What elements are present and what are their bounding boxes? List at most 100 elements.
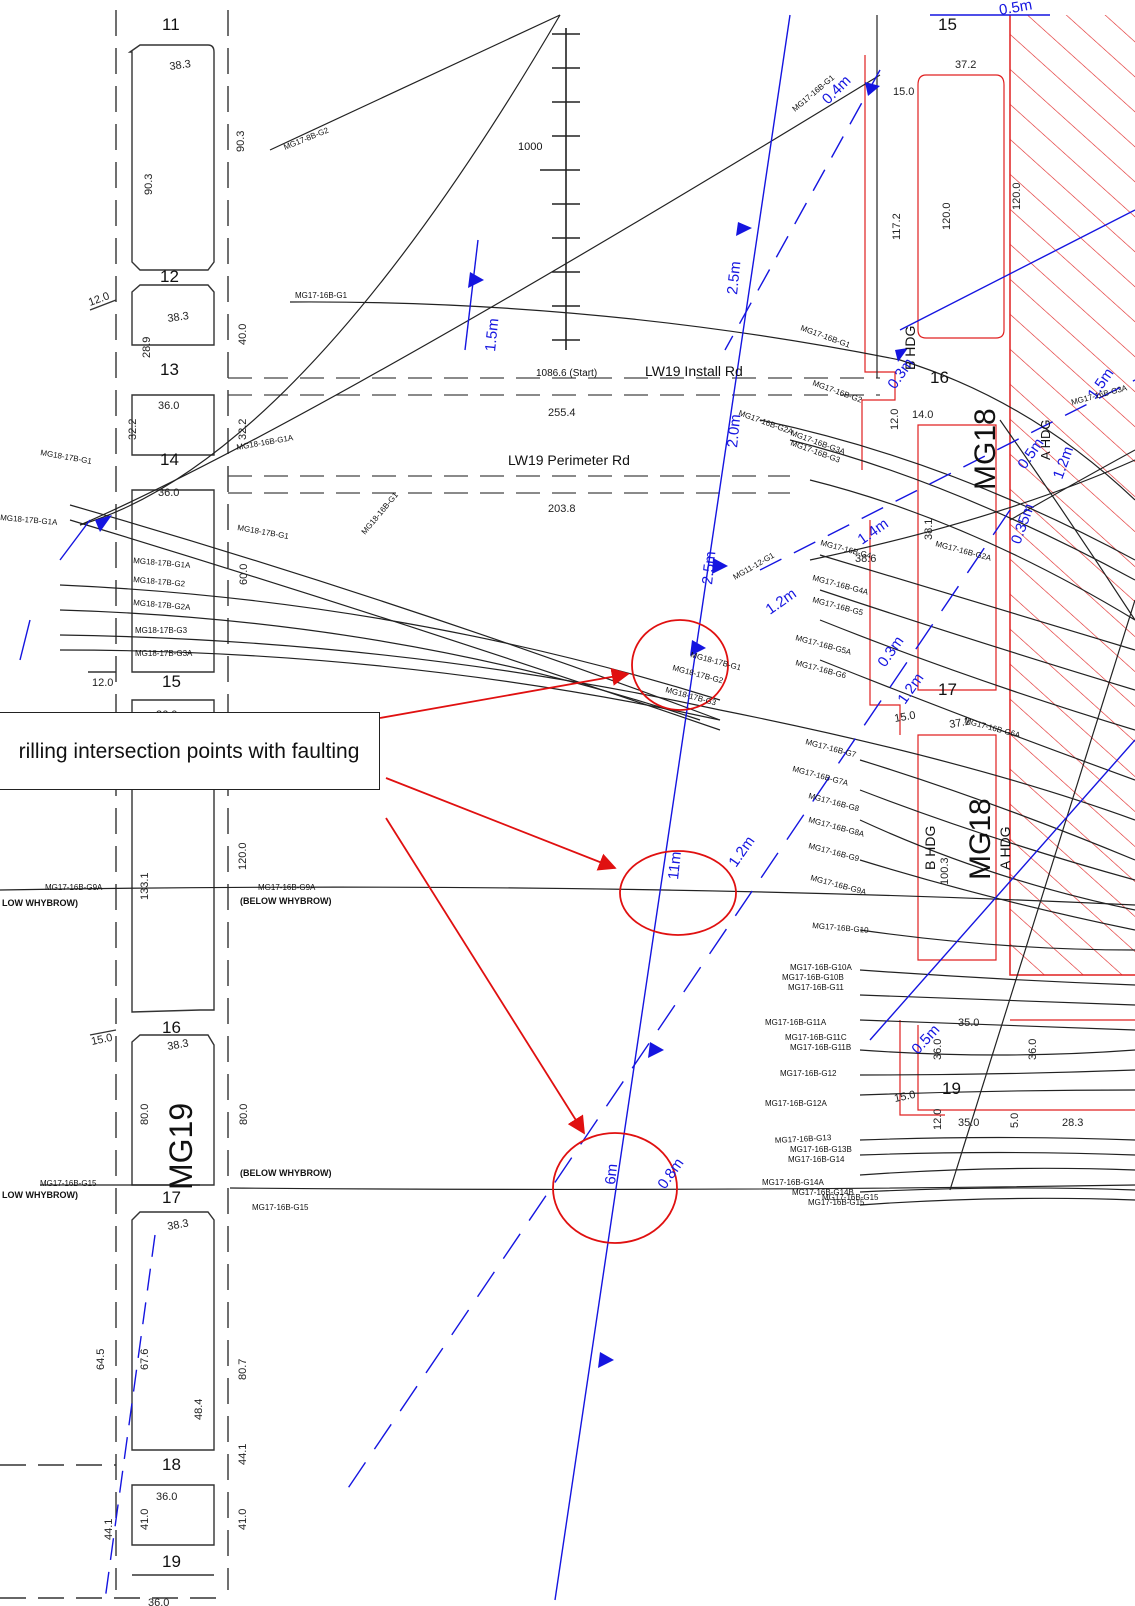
bh: MG18-17B-G1A (0, 513, 58, 527)
throw: 2.0m (724, 413, 744, 448)
pillar-15-16 (131, 699, 215, 1013)
ct-11: 11 (162, 15, 180, 34)
mg18-label-bottom: MG18 (964, 798, 997, 880)
bh: MG17-16B-G8 (807, 791, 860, 813)
fault-left-edge (19, 619, 31, 661)
fault-dashed-long (339, 509, 1011, 1501)
intersection-circle-3 (552, 1132, 678, 1244)
mg18-lower-road (899, 1020, 945, 1116)
mg19-label: MG19 (163, 1103, 199, 1190)
a-hdg-bottom: A HDG (997, 826, 1013, 870)
dim: 5.0 (1009, 1113, 1021, 1128)
fault-tick-3 (712, 558, 728, 574)
bh: MG17-16B-G11B (790, 1043, 851, 1052)
dim: 80.0 (139, 1104, 151, 1125)
bh: MG18-16B-G1 (360, 490, 401, 536)
throw: 0.5m (998, 0, 1034, 19)
dim: 48.4 (193, 1399, 205, 1420)
dim: 36.0 (148, 1597, 169, 1606)
dim: 14.0 (912, 409, 933, 421)
bh: MG17-16B-G12 (780, 1069, 837, 1078)
cut-through-16-stub (89, 1029, 117, 1036)
bh: MG17-16B-G15 (252, 1203, 309, 1212)
dim: 37.2 (955, 59, 976, 71)
intersection-markers (379, 619, 737, 1244)
bh: MG17-16B-G9 (807, 841, 860, 863)
fault-tick-5 (648, 1042, 664, 1058)
bh: MG17-16B-G14B (792, 1188, 854, 1197)
fault-right-diag (899, 209, 1135, 331)
dim: 133.1 (139, 872, 151, 900)
bh: MG17-16B-G11A (765, 1018, 827, 1027)
dim: 28.3 (1062, 1117, 1083, 1129)
bh: MG18-17B-G1A (133, 556, 192, 570)
throw: 11m (665, 851, 685, 881)
dim: 28.9 (141, 337, 153, 358)
dim: 36.0 (158, 400, 179, 412)
lw19-install-label: LW19 Install Rd (645, 363, 743, 379)
dim: 41.0 (237, 1509, 249, 1530)
bh: MG18-17B-G2 (133, 575, 186, 589)
dim: 36.0 (1027, 1039, 1039, 1060)
mg19-gateroad (0, 10, 229, 1599)
fault-tick-4 (690, 640, 706, 656)
ct-12: 12 (160, 267, 179, 286)
bh: MG17-16B-G13 (775, 1133, 832, 1145)
dim: 12.0 (932, 1109, 944, 1130)
bh: MG17-16B-G7A (791, 764, 849, 788)
dim: 255.4 (548, 407, 576, 419)
fault-tick-2 (736, 222, 752, 236)
ct-15-mg18: 15 (938, 15, 957, 34)
dim: 80.0 (238, 1104, 250, 1125)
note-below-whybrow-2: (BELOW WHYBROW) (240, 1168, 331, 1178)
bh: MG17-16B-G5 (811, 595, 864, 617)
dim: 35.0 (958, 1117, 979, 1129)
dim: 12.0 (889, 409, 901, 430)
dim: 32.2 (237, 419, 249, 440)
dim: 203.8 (548, 503, 576, 515)
bh: MG17-16B-G2 (811, 378, 863, 404)
dim: 15.0 (90, 1032, 113, 1048)
bh: MG17-16B-G10 (812, 921, 870, 935)
mg18-pillar-b (917, 424, 997, 691)
mg18-pillar-a (917, 74, 1005, 339)
throw: 1.4m (855, 515, 892, 548)
dim: 90.3 (235, 131, 247, 152)
callout-arrow-3 (385, 817, 585, 1135)
dim: 37.2 (948, 715, 971, 731)
fault-mg18-right (869, 739, 1135, 1041)
bh: MG18-17B-G1 (40, 448, 93, 466)
longwall-panel (861, 15, 1135, 1116)
pillar-14-15 (131, 489, 215, 673)
ct-17-mg18: 17 (938, 680, 957, 699)
fault-short-15 (464, 239, 479, 351)
throw: 0.8m (654, 1155, 687, 1192)
dim: 44.1 (103, 1519, 115, 1540)
dim: 41.0 (139, 1509, 151, 1530)
fault-tick-1 (468, 272, 484, 288)
pillar-18-19 (131, 1484, 215, 1546)
bh: MG17-16B-G9A (45, 883, 103, 892)
dim: 36.0 (158, 487, 179, 499)
bh: MG17-16B-G7 (804, 737, 857, 759)
dim: 15.0 (893, 1089, 916, 1105)
mg18-outline-left (861, 55, 896, 470)
dim: 40.0 (237, 324, 249, 345)
dim: 117.2 (891, 213, 903, 240)
fault-tick-9 (895, 348, 908, 362)
throw: 2.5m (724, 260, 744, 295)
a-hdg-top: A HDG (1038, 420, 1053, 460)
cut-through-numbers: 11 12 13 14 15 16 17 18 19 15 16 17 19 (160, 15, 961, 1571)
throw: 6m (602, 1163, 621, 1186)
pillar-11-12 (127, 44, 215, 271)
bh: MG17-16B-G8A (807, 815, 865, 839)
intersection-circle-2 (619, 850, 737, 936)
note-low-whybrow-2: LOW WHYBROW) (2, 1190, 78, 1200)
bh: MG17-16B-G10A (790, 963, 852, 972)
bh: MG18-17B-G2A (133, 598, 192, 612)
throw: 2.5m (699, 550, 719, 585)
bh: MG17-16B-G10B (782, 973, 844, 982)
chainage-ruler (540, 28, 580, 350)
throw: 1.2m (894, 670, 927, 707)
mg18-pillar-c (917, 734, 997, 961)
